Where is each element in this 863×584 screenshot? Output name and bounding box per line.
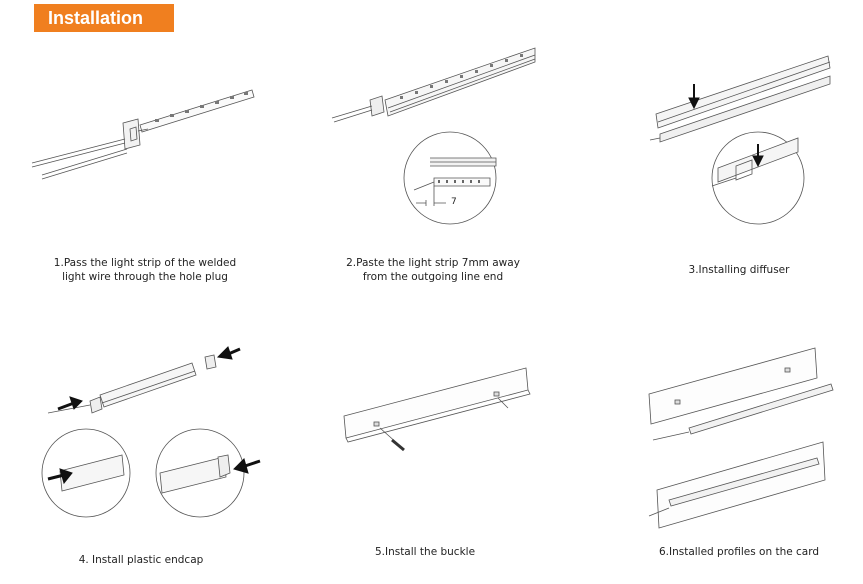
step3-illustration bbox=[649, 55, 831, 225]
dimension-label: 7 bbox=[451, 197, 457, 207]
step5-caption: 5.Install the buckle bbox=[310, 545, 540, 559]
step4-illustration bbox=[41, 346, 261, 518]
step2-illustration: 7 bbox=[331, 47, 536, 225]
step1-caption-line2: light wire through the hole plug bbox=[62, 271, 228, 283]
step6-caption: 6.Installed profiles on the card bbox=[624, 545, 854, 559]
step2-caption: 2.Paste the light strip 7mm away from th… bbox=[318, 256, 548, 284]
step5-caption-line1: 5.Install the buckle bbox=[374, 546, 476, 558]
step6-caption-line1: 6.Installed profiles on the card bbox=[658, 546, 820, 558]
step1-caption: 1.Pass the light strip of the welded lig… bbox=[30, 256, 260, 284]
step4-caption: 4. Install plastic endcap bbox=[26, 553, 256, 567]
step3-caption-line1: 3.Installing diffuser bbox=[688, 264, 790, 276]
step3-caption: 3.Installing diffuser bbox=[624, 263, 854, 277]
step5-illustration bbox=[343, 367, 531, 452]
step2-caption-line2: from the outgoing line end bbox=[362, 271, 504, 283]
step6-illustration bbox=[648, 347, 834, 529]
section-title: Installation bbox=[34, 4, 174, 32]
step1-illustration bbox=[31, 89, 255, 180]
step1-caption-line1: 1.Pass the light strip of the welded bbox=[53, 257, 237, 269]
step2-caption-line1: 2.Paste the light strip 7mm away bbox=[346, 257, 520, 269]
step4-caption-line1: 4. Install plastic endcap bbox=[78, 554, 204, 566]
